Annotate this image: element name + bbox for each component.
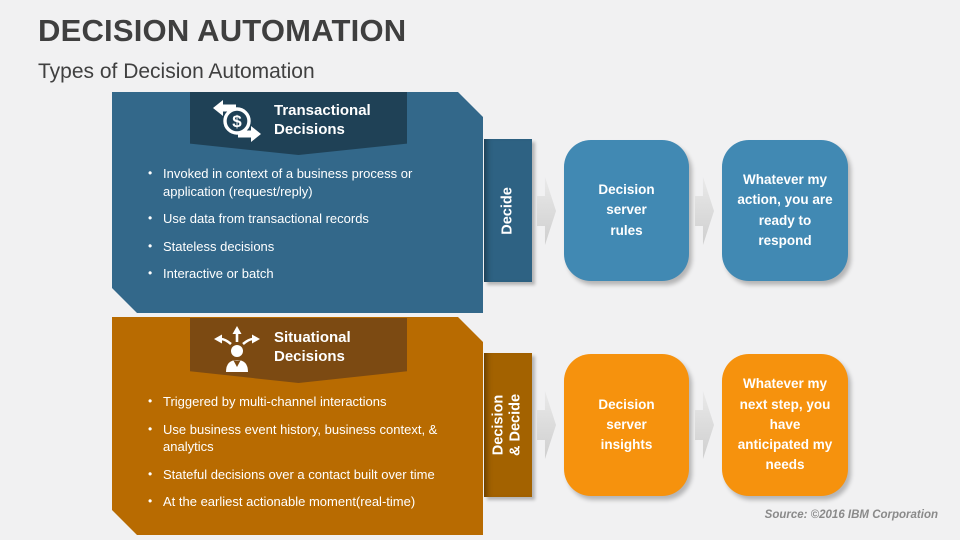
decide-tab: Decide bbox=[484, 139, 532, 282]
decision-and-decide-tab-label: Decision & Decide bbox=[490, 393, 524, 457]
transactional-outcome-box: Whatever my action, you are ready to res… bbox=[722, 140, 848, 281]
transactional-title: Transactional Decisions bbox=[274, 101, 371, 138]
page-title: DECISION AUTOMATION bbox=[38, 13, 407, 48]
flow-box-text: Decision server insights bbox=[598, 396, 655, 453]
source-note: Source: ©2016 IBM Corporation bbox=[764, 509, 938, 521]
flow-box-text: Whatever my action, you are ready to res… bbox=[737, 172, 833, 248]
flow-box-text: Whatever my next step, you have anticipa… bbox=[737, 376, 833, 473]
right-block-arrow-icon bbox=[695, 177, 714, 245]
bullet-item: Interactive or batch bbox=[146, 265, 480, 283]
right-block-arrow-icon bbox=[537, 177, 556, 245]
bullet-item: Stateless decisions bbox=[146, 238, 480, 256]
bullet-item: Use data from transactional records bbox=[146, 210, 480, 228]
bullet-item: Stateful decisions over a contact built … bbox=[146, 466, 480, 484]
page-subtitle: Types of Decision Automation bbox=[38, 60, 315, 83]
decision-person-icon bbox=[212, 325, 262, 373]
transactional-banner: $ Transactional Decisions bbox=[190, 92, 407, 155]
decision-server-rules-box: Decision server rules bbox=[564, 140, 689, 281]
right-block-arrow-icon bbox=[537, 391, 556, 459]
situational-title: Situational Decisions bbox=[274, 328, 351, 365]
decision-server-insights-box: Decision server insights bbox=[564, 354, 689, 496]
money-transfer-icon: $ bbox=[212, 98, 262, 146]
situational-outcome-box: Whatever my next step, you have anticipa… bbox=[722, 354, 848, 496]
decision-and-decide-tab: Decision & Decide bbox=[484, 353, 532, 497]
svg-text:$: $ bbox=[232, 112, 242, 131]
flow-box-text: Decision server rules bbox=[598, 182, 655, 238]
bullet-item: Triggered by multi-channel interactions bbox=[146, 393, 480, 411]
bullet-item: Invoked in context of a business process… bbox=[146, 165, 413, 200]
right-block-arrow-icon bbox=[695, 391, 714, 459]
decide-tab-label: Decide bbox=[499, 186, 516, 235]
situational-banner: Situational Decisions bbox=[190, 318, 407, 383]
bullet-item: Use business event history, business con… bbox=[146, 421, 480, 456]
situational-bullet-list: Triggered by multi-channel interactions … bbox=[146, 393, 480, 521]
transactional-bullet-list: Invoked in context of a business process… bbox=[146, 165, 480, 293]
bullet-item: At the earliest actionable moment(real-t… bbox=[146, 493, 480, 511]
